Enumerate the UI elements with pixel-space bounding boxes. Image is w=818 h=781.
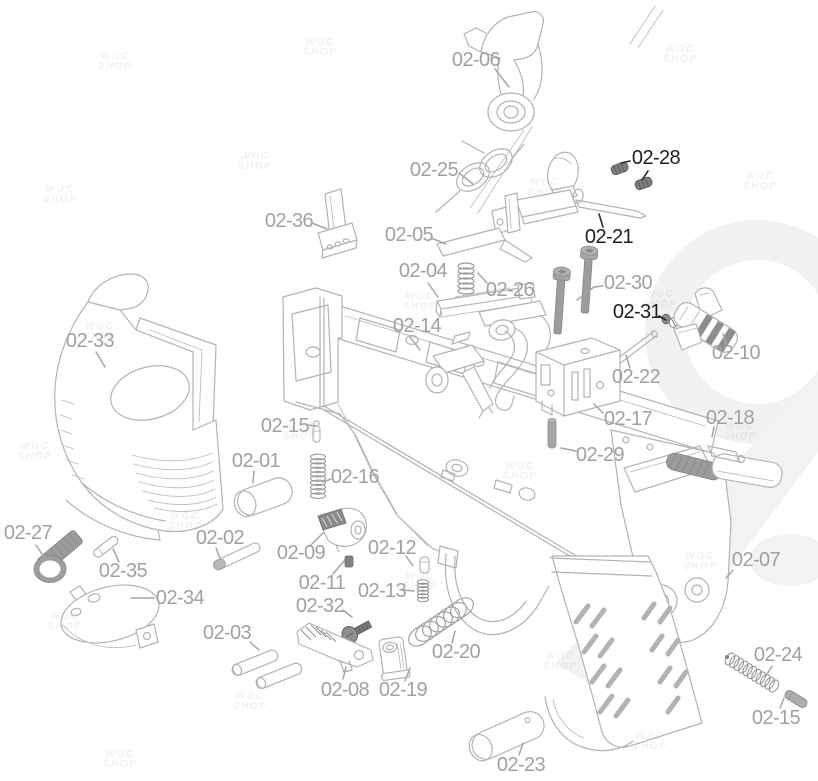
part-label-02-01: 02-01 xyxy=(231,450,281,472)
watermark-text: WGC SHOP xyxy=(47,611,83,632)
part-pin-12 xyxy=(419,556,430,574)
part-takedown-pin xyxy=(666,445,783,488)
part-label-02-35: 02-35 xyxy=(98,560,148,582)
watermark-text: WGC SHOP xyxy=(542,651,578,672)
watermark-text: WGC SHOP xyxy=(682,551,718,572)
part-pin-01 xyxy=(233,477,293,518)
part-cover-plate xyxy=(60,584,160,649)
watermark-text: WGC SHOP xyxy=(722,421,758,442)
part-mag-catch xyxy=(378,636,411,682)
part-bolt-catch xyxy=(317,507,368,553)
part-screws-long xyxy=(552,245,599,335)
part-pin-23 xyxy=(468,711,545,762)
part-label-02-06: 02-06 xyxy=(451,49,501,71)
watermark-text: WGC SHOP xyxy=(502,461,538,482)
watermark-text: WGC SHOP xyxy=(282,421,318,442)
part-label-02-09: 02-09 xyxy=(276,542,326,564)
watermark-text: WGC SHOP xyxy=(232,691,268,712)
part-label-02-21: 02-21 xyxy=(584,226,634,248)
watermark-text: WGC SHOP xyxy=(102,749,138,770)
part-seat-bracket xyxy=(317,188,358,259)
part-pin-35 xyxy=(93,535,119,558)
part-pistol-grip xyxy=(54,273,224,541)
watermark-text: WGC SHOP xyxy=(82,321,118,342)
part-label-02-15b: 02-15 xyxy=(751,707,801,729)
part-label-02-14: 02-14 xyxy=(392,315,442,337)
part-pin-15-right xyxy=(784,690,808,708)
part-striker xyxy=(504,151,647,234)
part-label-02-22: 02-22 xyxy=(611,366,661,388)
part-label-02-07: 02-07 xyxy=(731,549,781,571)
part-spring-24 xyxy=(724,652,780,693)
part-spring-small xyxy=(457,262,475,295)
part-label-02-15a: 02-15 xyxy=(260,415,310,437)
watermark-text: WGC SHOP xyxy=(642,289,678,310)
part-label-02-31: 02-31 xyxy=(612,301,662,323)
part-label-02-33: 02-33 xyxy=(65,330,115,352)
watermark-text: WGC SHOP xyxy=(97,51,133,72)
watermark-text: WGC SHOP xyxy=(742,171,778,192)
part-label-02-27: 02-27 xyxy=(3,522,53,544)
part-label-02-28: 02-28 xyxy=(631,147,681,169)
part-label-02-16: 02-16 xyxy=(330,466,380,488)
part-bolt-27 xyxy=(33,530,83,583)
part-label-02-32: 02-32 xyxy=(295,595,345,617)
watermark-text: WGC SHOP xyxy=(662,44,698,65)
part-disconnector xyxy=(436,205,533,263)
watermark-text: WGC SHOP xyxy=(402,291,438,312)
watermark-text: WGC SHOP xyxy=(167,511,203,532)
watermark-text: WGC SHOP xyxy=(42,184,78,205)
part-label-02-29: 02-29 xyxy=(575,444,625,466)
part-label-02-08: 02-08 xyxy=(320,679,370,701)
leader-lines xyxy=(35,68,785,756)
part-pins-03 xyxy=(231,649,303,690)
part-label-02-23: 02-23 xyxy=(496,754,546,776)
part-label-02-17: 02-17 xyxy=(603,408,653,430)
part-label-02-03: 02-03 xyxy=(202,622,252,644)
watermark-text: WGC SHOP xyxy=(632,731,668,752)
part-label-02-26: 02-26 xyxy=(485,279,535,301)
watermark-text: WGC SHOP xyxy=(17,441,53,462)
part-pin-29 xyxy=(547,417,557,449)
part-screw-11 xyxy=(344,555,354,568)
part-safety-selector xyxy=(673,287,739,353)
part-spring-16 xyxy=(309,453,327,500)
part-set-screws xyxy=(610,161,653,191)
part-slide-stop xyxy=(296,622,374,673)
watermark-text: WGC SHOP xyxy=(402,571,438,592)
part-label-02-25: 02-25 xyxy=(409,159,459,181)
part-label-02-20: 02-20 xyxy=(431,641,481,663)
part-hammer-spring xyxy=(435,140,525,213)
watermark-text: WGC SHOP xyxy=(527,177,563,198)
part-label-02-12: 02-12 xyxy=(367,537,417,559)
part-hammer xyxy=(463,5,664,214)
watermark-text: WGC SHOP xyxy=(237,151,273,172)
part-label-02-30: 02-30 xyxy=(603,272,653,294)
part-label-02-04: 02-04 xyxy=(398,260,448,282)
part-label-02-11: 02-11 xyxy=(298,572,346,594)
part-trigger xyxy=(478,300,551,411)
part-label-02-10: 02-10 xyxy=(711,342,761,364)
part-label-02-05: 02-05 xyxy=(384,224,434,246)
part-spring-20 xyxy=(408,597,474,647)
part-label-02-19: 02-19 xyxy=(378,679,428,701)
part-knocker xyxy=(425,331,494,419)
part-label-02-24: 02-24 xyxy=(753,644,803,666)
part-pin-02 xyxy=(213,542,261,571)
part-sear-box xyxy=(535,337,621,417)
watermark-text: WGC SHOP xyxy=(302,37,338,58)
part-label-02-36: 02-36 xyxy=(264,210,314,232)
part-label-02-02: 02-02 xyxy=(195,527,245,549)
part-label-02-34: 02-34 xyxy=(155,587,205,609)
part-label-02-18: 02-18 xyxy=(705,407,755,429)
part-spring-13 xyxy=(417,579,429,603)
part-label-02-13: 02-13 xyxy=(357,580,407,602)
